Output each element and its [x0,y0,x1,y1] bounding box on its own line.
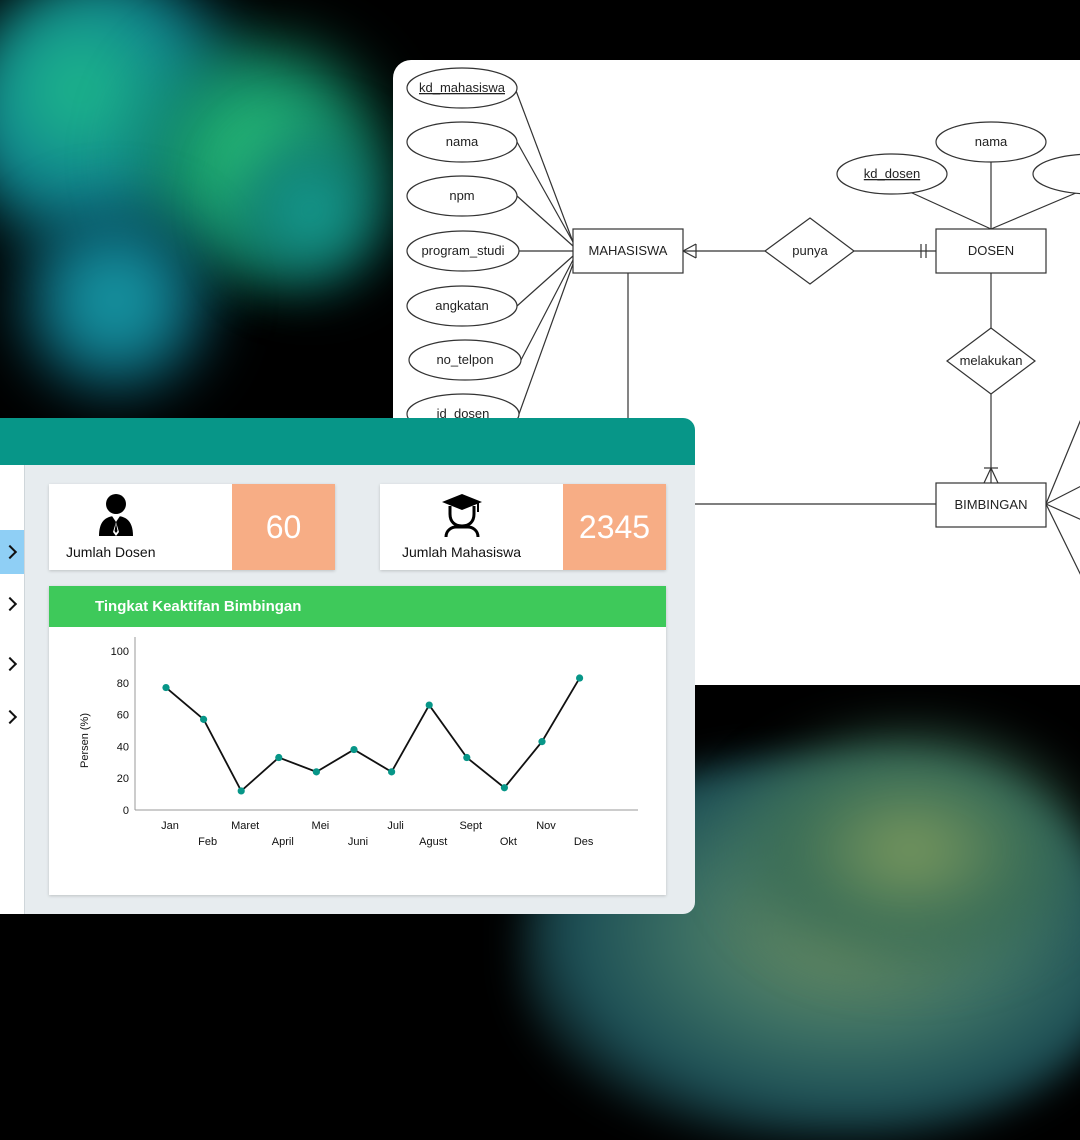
sidebar-item[interactable] [0,582,24,626]
er-diagram: kd_mahasiswa nama npm program_studi angk… [406,67,1080,575]
er-attribute-key: kd_mahasiswa [419,80,506,95]
graduate-icon [442,494,482,538]
data-point [388,768,396,776]
er-attribute: no_telpon [436,352,493,367]
y-tick-label: 100 [111,646,129,658]
data-point [237,787,245,795]
stat-card-mahasiswa: Jumlah Mahasiswa 2345 [380,484,666,570]
er-attribute: angkatan [435,298,489,313]
er-attribute: program_studi [421,243,504,258]
x-tick-label: Juni [348,836,368,848]
y-tick-label: 60 [117,710,129,722]
y-tick-label: 20 [117,773,129,785]
series-line [165,677,581,793]
y-tick-label: 0 [123,805,129,817]
x-tick-label: Jan [161,820,179,832]
smoke-decoration [230,120,390,300]
x-tick-label: Okt [500,836,517,848]
x-tick-label: Des [574,836,594,848]
smoke-decoration [0,200,230,400]
x-tick-label: April [272,836,294,848]
er-relationship-punya: punya [792,243,828,258]
er-attribute-key: kd_dosen [864,166,920,181]
sidebar [0,465,25,914]
x-tick-label: Juli [387,820,404,832]
chevron-right-icon [2,544,18,560]
data-point [312,768,320,776]
dashboard-header [0,418,695,465]
sidebar-item-active[interactable] [0,530,24,574]
stat-value: 2345 [563,484,666,570]
data-point [425,701,433,709]
y-tick-label: 80 [117,678,129,690]
x-tick-label: Sept [459,820,482,832]
er-attribute: id_dosen [437,406,490,421]
data-point [200,715,208,723]
er-entity-dosen: DOSEN [968,243,1014,258]
stat-label: Jumlah Dosen [66,544,156,560]
sidebar-item[interactable] [0,695,24,739]
er-entity-bimbingan: BIMBINGAN [955,497,1028,512]
data-point [275,753,283,762]
dashboard-window: Jumlah Dosen 60 Jumlah Mahasiswa 2345 Ti… [0,418,695,914]
y-axis-label: Persen (%) [79,713,91,768]
chevron-right-icon [2,709,18,725]
stat-value: 60 [232,484,335,570]
data-point [538,738,546,746]
chevron-right-icon [2,596,18,612]
chart-card: Tingkat Keaktifan Bimbingan 0 20 40 60 80 100… [49,586,666,895]
chart-header: Tingkat Keaktifan Bimbingan [49,586,666,627]
data-point [463,753,471,762]
lecturer-icon [99,494,133,536]
y-tick-label: 40 [117,741,129,753]
data-point [350,745,358,754]
x-tick-label: Mei [312,820,330,832]
x-tick-label: Nov [536,820,556,832]
data-point [500,784,508,792]
x-tick-label: Feb [198,836,217,848]
chevron-right-icon [2,656,18,672]
er-relationship-melakukan: melakukan [960,353,1023,368]
data-point [162,683,170,692]
stat-label: Jumlah Mahasiswa [402,544,522,560]
x-tick-label: Agust [419,836,447,848]
x-tick-label: Maret [231,820,259,832]
er-attribute: nama [446,134,479,149]
stat-card-dosen: Jumlah Dosen 60 [49,484,335,570]
er-entity-mahasiswa: MAHASISWA [589,243,668,258]
chart-title: Tingkat Keaktifan Bimbingan [95,598,302,615]
er-attribute: npm [449,188,474,203]
smoke-decoration [720,720,1080,980]
data-point [576,674,584,682]
er-attribute: nama [975,134,1008,149]
sidebar-item[interactable] [0,642,24,686]
